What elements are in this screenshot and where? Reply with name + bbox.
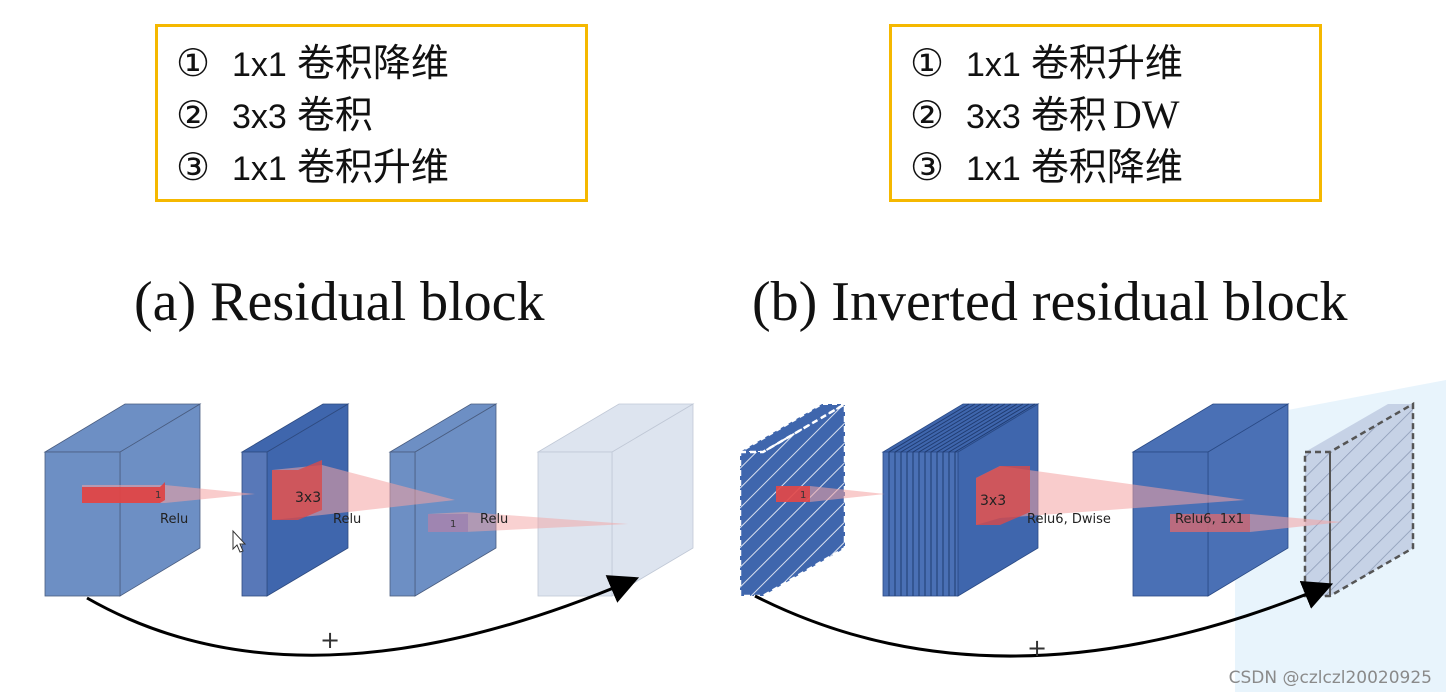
item-number: ② (176, 93, 211, 137)
cursor-icon (232, 529, 247, 553)
kernel-size: 3x3 (966, 98, 1021, 136)
kernel-size: 1x1 (232, 150, 287, 188)
label-relu-1: Relu (160, 512, 188, 527)
label-relu6-dwise: Relu6, Dwise (1027, 512, 1111, 527)
kernel-size: 1x1 (966, 150, 1021, 188)
item-text: 卷积 (1030, 93, 1107, 137)
plus-sign-right: + (1027, 634, 1047, 662)
plus-sign-left: + (320, 626, 340, 654)
item-text: 卷积降维 (296, 41, 449, 85)
skip-connection-arrow-left (86, 575, 640, 657)
watermark: CSDN @czlczl20020925 (1228, 668, 1432, 688)
kernel-r-3x3 (976, 466, 1030, 525)
inverted-block-2 (881, 403, 1040, 597)
label-r-kernel-1: 1 (800, 490, 806, 501)
kernel-3x3-a (272, 460, 322, 520)
label-kernel-1: 1 (155, 490, 161, 501)
title-residual-block: (a) Residual block (134, 271, 545, 333)
kernel-size: 1x1 (966, 46, 1021, 84)
kernel-r-1x1 (776, 486, 810, 502)
projection-r2 (976, 466, 1245, 525)
item-number: ① (176, 41, 211, 85)
label-relu-2: Relu (333, 512, 361, 527)
item-text: 卷积降维 (1030, 145, 1183, 189)
label-r-kernel-3x3: 3x3 (980, 493, 1006, 509)
kernel-1x1-a (82, 482, 165, 503)
kernel-1x1-b (428, 514, 468, 532)
item-text: 卷积 (296, 93, 373, 137)
label-relu-3: Relu (480, 512, 508, 527)
residual-block-4 (536, 403, 695, 597)
title-inverted-residual-block: (b) Inverted residual block (752, 271, 1348, 333)
label-kernel-3x3: 3x3 (295, 490, 321, 506)
label-kernel-1b: 1 (450, 519, 456, 530)
item-number: ① (910, 41, 945, 85)
residual-block-3 (388, 403, 498, 597)
skip-connection-arrow-right (754, 580, 1334, 658)
kernel-size: 3x3 (232, 98, 287, 136)
dw-suffix: DW (1112, 92, 1180, 137)
item-text: 卷积升维 (1030, 41, 1183, 85)
item-text: 卷积升维 (296, 145, 449, 189)
item-number: ② (910, 93, 945, 137)
kernel-size: 1x1 (232, 46, 287, 84)
item-number: ③ (910, 145, 945, 189)
item-number: ③ (176, 145, 211, 189)
projection-3 (428, 512, 628, 532)
kernel-r-1x1b (1170, 514, 1250, 532)
label-relu6-1x1: Relu6, 1x1 (1175, 512, 1244, 527)
